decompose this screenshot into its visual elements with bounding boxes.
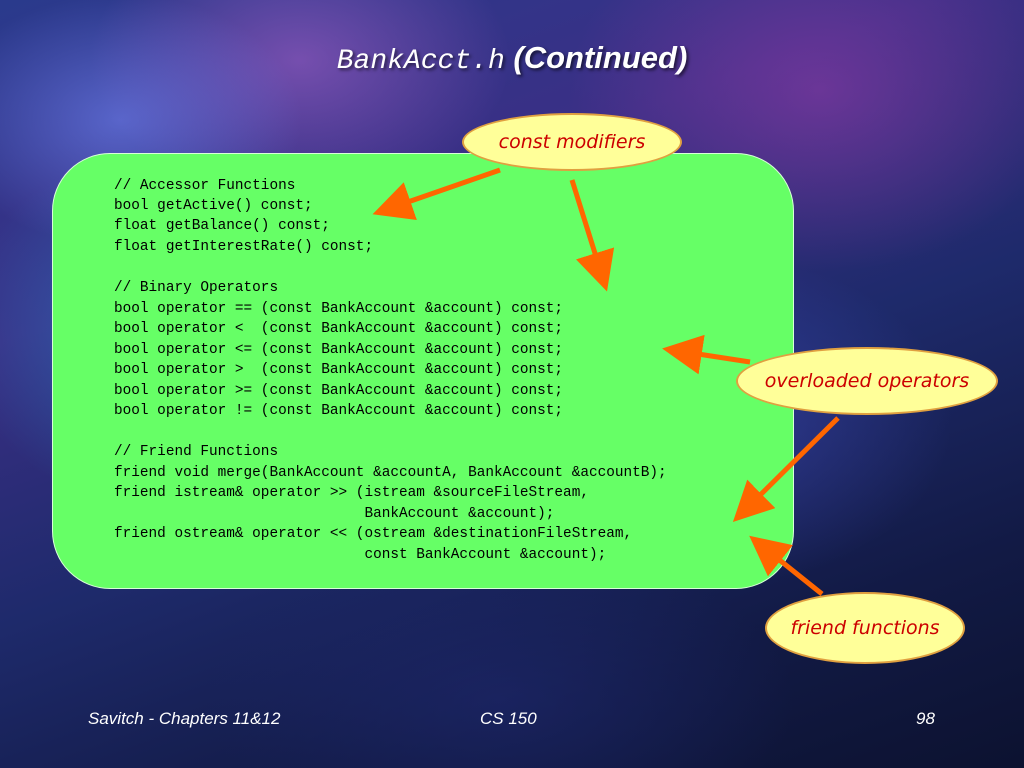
code-line: const BankAccount &account);	[114, 547, 607, 563]
code-line: bool operator < (const BankAccount &acco…	[114, 321, 564, 337]
code-line: friend istream& operator >> (istream &so…	[114, 485, 589, 501]
callout-label: const modifiers	[498, 131, 646, 153]
callout-label: overloaded operators	[764, 370, 970, 392]
arrow-to-ostream	[749, 535, 824, 596]
code-line: // Accessor Functions	[114, 178, 296, 194]
code-line: // Binary Operators	[114, 280, 279, 296]
arrow-to-getactive	[372, 167, 501, 221]
code-line: bool getActive() const;	[114, 198, 313, 214]
code-line: friend void merge(BankAccount &accountA,…	[114, 465, 667, 481]
arrow-to-operators-const	[569, 179, 615, 292]
code-line: BankAccount &account);	[114, 506, 555, 522]
title-filename: BankAcct.h	[336, 46, 505, 77]
code-line: // Friend Functions	[114, 444, 279, 460]
code-line: float getInterestRate() const;	[114, 239, 374, 255]
footer-center: CS 150	[480, 709, 537, 728]
code-line: bool operator <= (const BankAccount &acc…	[114, 342, 564, 358]
code-line: bool operator != (const BankAccount &acc…	[114, 403, 564, 419]
arrow-to-istream	[732, 416, 840, 523]
code-line: bool operator > (const BankAccount &acco…	[114, 362, 564, 378]
callout-label: friend functions	[790, 617, 940, 639]
callout-overloaded-operators: overloaded operators	[736, 347, 998, 415]
callout-const-modifiers: const modifiers	[462, 113, 682, 171]
callout-friend-functions: friend functions	[765, 592, 965, 664]
page-number: 98	[916, 709, 935, 728]
arrow-to-operator-lines	[662, 334, 751, 375]
code-line: float getBalance() const;	[114, 218, 330, 234]
code-line: bool operator == (const BankAccount &acc…	[114, 301, 564, 317]
footer-left: Savitch - Chapters 11&12	[88, 709, 281, 728]
code-line: friend ostream& operator << (ostream &de…	[114, 526, 633, 542]
slide-title: BankAcct.h (Continued)	[0, 40, 1024, 77]
code-line: bool operator >= (const BankAccount &acc…	[114, 383, 564, 399]
title-continued: (Continued)	[513, 40, 688, 75]
